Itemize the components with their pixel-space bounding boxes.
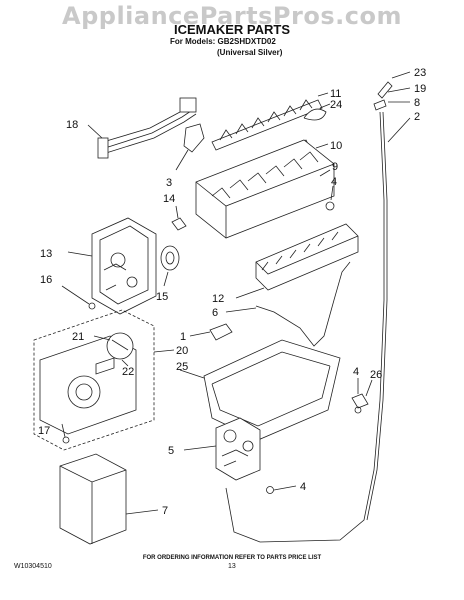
callout-14: 14 — [163, 193, 175, 205]
callout-4b: 4 — [353, 366, 359, 378]
callout-16: 16 — [40, 274, 52, 286]
callout-24: 24 — [330, 99, 342, 111]
callout-5: 5 — [168, 445, 174, 457]
callout-7: 7 — [162, 505, 168, 517]
part-water-valve — [183, 417, 261, 481]
page-title: ICEMAKER PARTS — [173, 22, 291, 37]
callout-25: 25 — [176, 361, 188, 373]
callout-4a: 4 — [331, 176, 337, 188]
watermark: AppliancePartsPros.com — [62, 2, 402, 30]
part-screw-16 — [61, 285, 96, 310]
part-ejector — [211, 92, 331, 151]
part-ice-bucket — [179, 339, 341, 441]
part-thermostat — [171, 205, 187, 231]
part-ice-mold — [195, 139, 335, 239]
part-screw-c — [266, 485, 297, 494]
callout-8: 8 — [414, 97, 420, 109]
callout-3: 3 — [166, 177, 172, 189]
callout-10: 10 — [330, 140, 342, 152]
part-screw-a — [325, 185, 335, 211]
callout-15: 15 — [156, 291, 168, 303]
part-cover — [235, 223, 359, 299]
part-cover-pad — [59, 453, 159, 545]
callout-13: 13 — [40, 248, 52, 260]
page-number: 13 — [228, 563, 236, 570]
callout-20: 20 — [176, 345, 188, 357]
document-number: W10304510 — [14, 563, 52, 570]
part-control-module-assembly — [33, 309, 175, 451]
part-screw-17 — [61, 423, 70, 444]
callout-2: 2 — [414, 111, 420, 123]
callout-18: 18 — [66, 119, 78, 131]
callout-labels: 23 19 8 2 11 24 18 10 9 3 4 14 13 16 15 … — [38, 67, 426, 517]
part-arm-clip — [175, 123, 205, 171]
model-variant: (Universal Silver) — [217, 48, 283, 57]
part-tube-clamp — [351, 378, 373, 414]
callout-19: 19 — [414, 83, 426, 95]
part-water-tube — [225, 71, 411, 543]
callout-11: 11 — [330, 88, 341, 100]
ordering-note: FOR ORDERING INFORMATION REFER TO PARTS … — [142, 555, 322, 561]
callout-22: 22 — [122, 366, 134, 378]
callout-17: 17 — [38, 425, 50, 437]
callout-21: 21 — [72, 331, 84, 343]
part-shutoff-arm — [225, 261, 351, 347]
part-control-housing — [67, 217, 157, 315]
part-wire-harness — [87, 97, 197, 159]
model-line: For Models: GB2SHDXTD02 — [170, 37, 276, 46]
callout-6: 6 — [212, 307, 218, 319]
callout-9: 9 — [332, 161, 338, 173]
part-small-bracket — [189, 323, 233, 341]
callout-23: 23 — [414, 67, 426, 79]
part-fill-cup — [160, 245, 180, 287]
callout-4c: 4 — [300, 481, 306, 493]
callout-1: 1 — [180, 331, 186, 343]
callout-26: 26 — [370, 369, 382, 381]
callout-12: 12 — [212, 293, 224, 305]
